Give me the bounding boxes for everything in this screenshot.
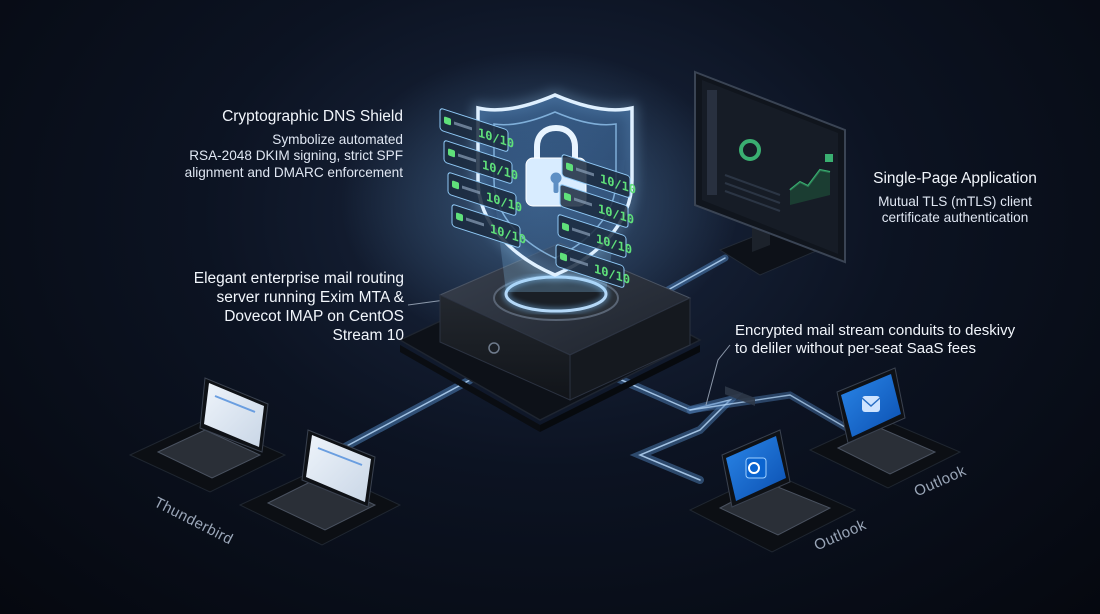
check-icon xyxy=(560,252,567,262)
mail-server xyxy=(398,242,702,432)
spa-line-2: certificate authentication xyxy=(881,210,1029,226)
conduit-to-outlook xyxy=(606,371,744,484)
outlook-laptop-1 xyxy=(688,429,857,553)
check-icon xyxy=(564,192,571,202)
dns-shield-annotation: Cryptographic DNS Shield Symbolize autom… xyxy=(150,108,403,182)
spa-monitor xyxy=(694,70,846,406)
server-annotation: Elegant enterprise mail routing server r… xyxy=(150,270,404,346)
score-card-left-3: 10/10 xyxy=(447,172,522,216)
spa-title: Single-Page Application xyxy=(873,170,1037,187)
dashboard-screen xyxy=(707,90,833,406)
conduits-line-1: Encrypted mail stream conduits to deskiv… xyxy=(735,322,1016,339)
score-card-left-1: 10/10 xyxy=(439,108,514,152)
check-icon xyxy=(562,222,569,232)
thunderbird-laptop-2 xyxy=(238,429,402,546)
outlook-logo-icon xyxy=(745,457,767,479)
server-line-3: Dovecot IMAP on CentOS xyxy=(224,307,404,325)
check-icon xyxy=(566,162,573,172)
check-icon xyxy=(456,212,463,222)
outlook-laptop-2 xyxy=(808,367,962,489)
conduits-line-2: to deliler without per-seat SaaS fees xyxy=(735,340,976,358)
dns-shield-line-1: Symbolize automated xyxy=(272,131,403,147)
mail-client-icon xyxy=(861,396,881,412)
spa-annotation: Single-Page Application Mutual TLS (mTLS… xyxy=(850,170,1060,227)
server-line-2: server running Exim MTA & xyxy=(216,288,405,306)
thunderbird-laptop-1 xyxy=(128,377,287,493)
leader-lines xyxy=(407,299,731,406)
mail-conduits xyxy=(326,254,854,484)
spa-line-1: Mutual TLS (mTLS) client xyxy=(878,193,1032,209)
check-icon xyxy=(444,116,451,126)
dns-shield-title: Cryptographic DNS Shield xyxy=(222,108,403,125)
dns-shield-line-2: RSA-2048 DKIM signing, strict SPF xyxy=(189,148,403,164)
server-power-button xyxy=(488,342,500,354)
conduits-annotation: Encrypted mail stream conduits to deskiv… xyxy=(735,322,1065,359)
check-icon xyxy=(448,148,455,158)
server-line-4: Stream 10 xyxy=(332,326,404,344)
server-line-1: Elegant enterprise mail routing xyxy=(193,270,404,287)
check-icon xyxy=(452,180,459,190)
dns-shield-line-3: alignment and DMARC enforcement xyxy=(184,165,403,181)
